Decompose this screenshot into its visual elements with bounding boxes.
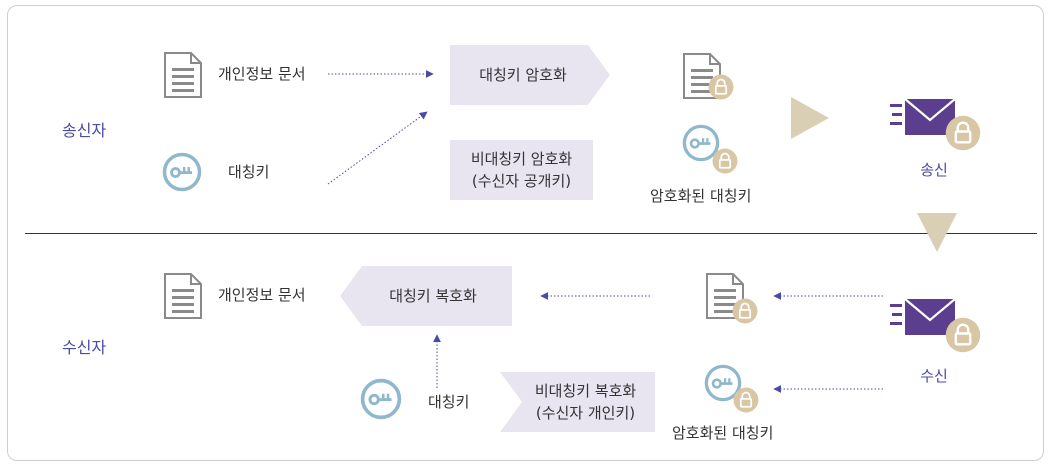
- asymmetric-encrypt-box: 비대칭키 암호화 (수신자 공개키): [450, 140, 593, 200]
- symmetric-decrypt-box: 대칭키 복호화: [340, 266, 512, 326]
- document-icon: [164, 52, 202, 98]
- send-label: 송신: [920, 161, 948, 179]
- lock-icon: [708, 74, 734, 100]
- sender-encrypted-key-label: 암호화된 대칭키: [650, 187, 752, 205]
- sender-symmetric-key-label: 대칭키: [228, 163, 270, 181]
- lock-icon: [732, 298, 758, 324]
- asymmetric-decrypt-box: 비대칭키 복호화 (수신자 개인키): [500, 372, 655, 432]
- lock-icon: [945, 317, 981, 353]
- sender-document-label: 개인정보 문서: [218, 65, 306, 83]
- asymmetric-encrypt-line1: 비대칭키 암호화: [470, 150, 573, 168]
- symmetric-encrypt-label: 대칭키 암호화: [479, 66, 567, 84]
- lock-icon: [712, 148, 738, 174]
- key-icon: [360, 378, 402, 420]
- key-icon: [162, 152, 202, 192]
- send-triangle: [791, 97, 829, 139]
- asymmetric-decrypt-line2: (수신자 개인키): [535, 404, 636, 422]
- receiver-encrypted-key-label: 암호화된 대칭키: [672, 424, 774, 442]
- down-triangle: [917, 213, 957, 252]
- asymmetric-decrypt-line1: 비대칭키 복호화: [534, 382, 637, 400]
- receiver-symmetric-key-label: 대칭키: [428, 393, 470, 411]
- arrow-key-to-encrypt: [327, 111, 428, 185]
- lock-icon: [733, 387, 759, 413]
- sender-role-label: 송신자: [62, 121, 107, 140]
- asymmetric-encrypt-line2: (수신자 공개키): [471, 172, 572, 190]
- symmetric-encrypt-box: 대칭키 암호화: [450, 45, 610, 105]
- receive-label: 수신: [920, 367, 948, 385]
- lock-icon: [945, 115, 981, 151]
- sender-receiver-divider: [25, 233, 1037, 234]
- diagram-frame: [7, 5, 1044, 461]
- symmetric-decrypt-label: 대칭키 복호화: [389, 287, 477, 305]
- receiver-document-label: 개인정보 문서: [218, 286, 306, 304]
- receiver-role-label: 수신자: [62, 338, 107, 357]
- document-icon: [164, 273, 202, 319]
